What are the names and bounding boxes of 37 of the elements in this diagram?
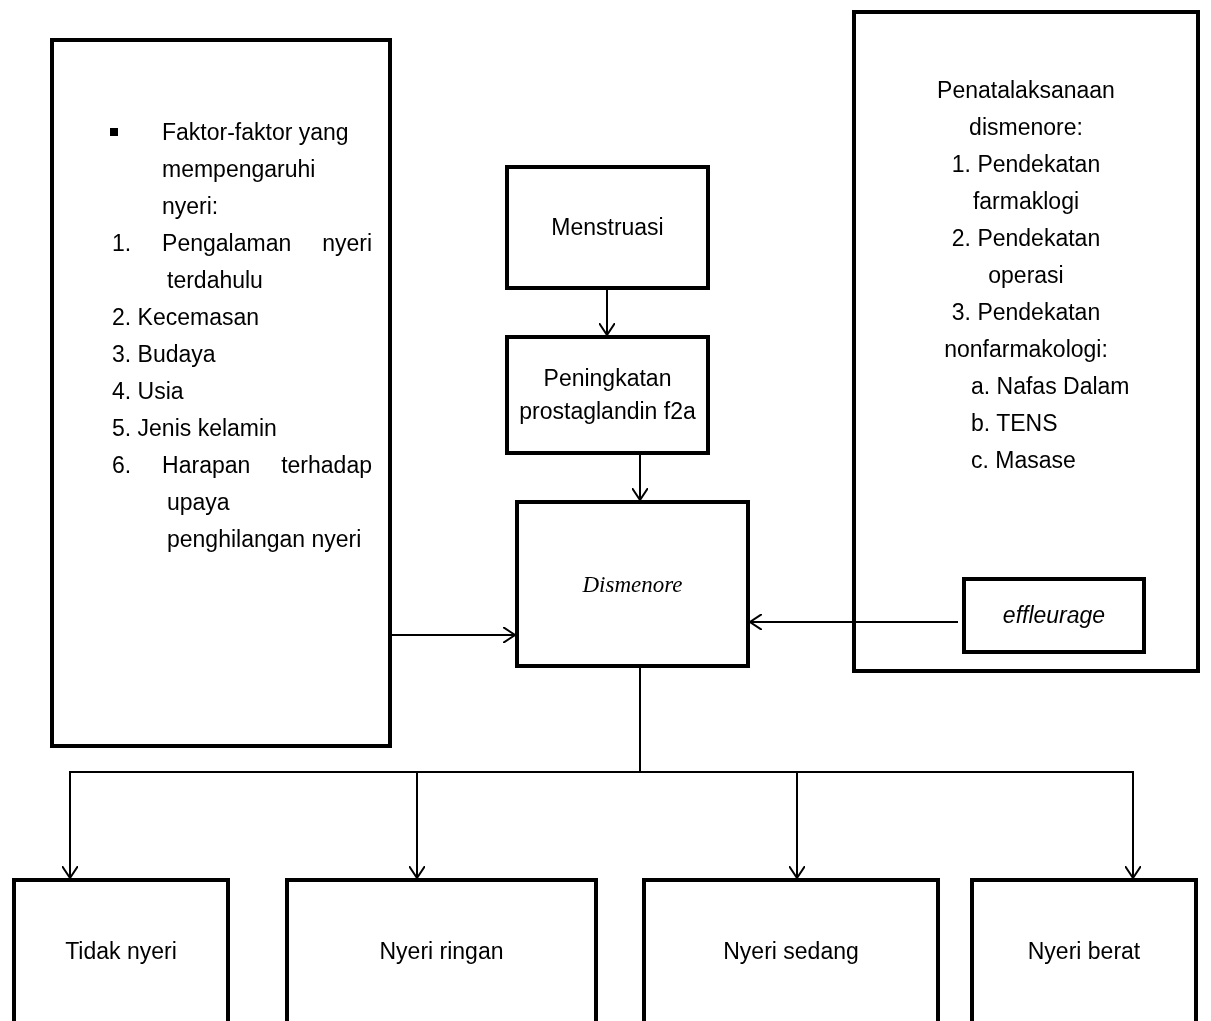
list-item: b. TENS bbox=[971, 409, 1058, 438]
list-item: 3. Pendekatan nonfarmakologi: bbox=[943, 298, 1109, 364]
list-item: 3. Budaya bbox=[112, 340, 217, 369]
box-label: Nyeri ringan bbox=[379, 937, 504, 966]
process-box bbox=[505, 335, 710, 455]
box-label: Menstruasi bbox=[551, 213, 664, 242]
box-label: Nyeri sedang bbox=[723, 937, 859, 966]
box-label: Nyeri berat bbox=[1027, 937, 1141, 966]
box-label: Tidak nyeri bbox=[65, 937, 177, 966]
category-box bbox=[642, 878, 940, 1021]
list-item: 5. Jenis kelamin bbox=[112, 414, 278, 443]
arrow bbox=[749, 613, 959, 631]
category-box bbox=[970, 878, 1198, 1021]
arrow bbox=[631, 454, 649, 501]
list-item: a. Nafas Dalam bbox=[971, 372, 1130, 401]
list-item: 4. Usia bbox=[112, 377, 185, 406]
treatment-box bbox=[852, 10, 1200, 673]
process-box bbox=[505, 165, 710, 290]
factor-box bbox=[50, 38, 392, 748]
panel-heading: Penatalaksanaan dismenore: bbox=[936, 76, 1116, 142]
box-label: effleurage bbox=[1002, 601, 1106, 630]
process-box bbox=[515, 500, 750, 668]
arrow bbox=[598, 289, 616, 336]
list-item: 1. Pengalaman nyeri terdahulu bbox=[112, 229, 372, 295]
list-item: c. Masase bbox=[971, 446, 1076, 475]
category-box bbox=[12, 878, 230, 1021]
list-heading: Faktor-faktor yang mempengaruhi nyeri: bbox=[162, 118, 350, 221]
list-item: 1. Pendekatan farmaklogi bbox=[950, 150, 1102, 216]
box-label: Peningkatan prostaglandin f2a bbox=[518, 364, 697, 426]
box-label: Dismenore bbox=[582, 570, 683, 599]
list-item: 6. Harapan terhadap upaya penghilangan nyeri bbox=[112, 451, 372, 554]
list-item: 2. Pendekatan operasi bbox=[950, 224, 1102, 290]
list-item: 2. Kecemasan bbox=[112, 303, 261, 332]
arrow bbox=[391, 626, 516, 644]
process-box bbox=[962, 577, 1146, 654]
category-box bbox=[285, 878, 598, 1021]
arrow bbox=[639, 667, 1142, 879]
